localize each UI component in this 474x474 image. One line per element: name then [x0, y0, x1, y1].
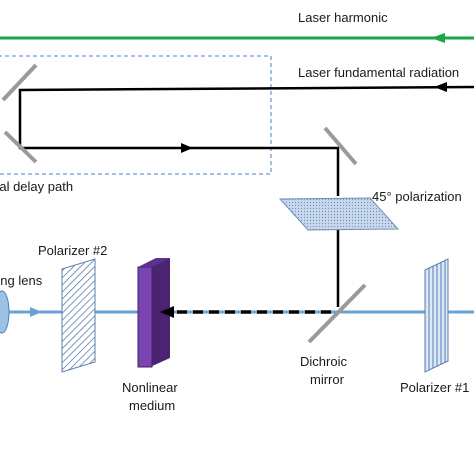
delay-mirror-bottom — [3, 130, 38, 164]
focusing-lens — [0, 290, 10, 334]
laser-harmonic-label: Laser harmonic — [298, 10, 388, 25]
delay-path-box — [0, 55, 272, 175]
focusing-lens-label: Focusing lens — [0, 273, 43, 288]
laser-harmonic-beam — [0, 33, 474, 43]
nonlinear-medium — [137, 258, 170, 368]
combined-beam-arrow — [160, 306, 174, 318]
steering-mirror — [323, 126, 358, 166]
polarizer-1 — [424, 258, 449, 373]
polarization-label: 45° polarization — [372, 189, 462, 204]
nonlinear-label-line2: medium — [129, 398, 175, 413]
polarizer-2 — [61, 258, 96, 373]
polarizer-1-label: Polarizer #1 — [400, 380, 469, 395]
fundamental-arrow-delay — [181, 143, 193, 153]
nonlinear-label-line1: Nonlinear — [122, 380, 178, 395]
polarizer-2-label: Polarizer #2 — [38, 243, 107, 258]
polarization-plate — [278, 197, 400, 231]
dichroic-label-line2: mirror — [310, 372, 345, 387]
optical-delay-label: Optical delay path — [0, 179, 73, 194]
fundamental-arrow-in — [434, 82, 447, 92]
laser-fundamental-label: Laser fundamental radiation — [298, 65, 459, 80]
delay-mirror-top — [1, 63, 38, 102]
dichroic-label-line1: Dichroic — [300, 354, 347, 369]
dichroic-mirror — [307, 283, 367, 344]
axis-arrow — [30, 307, 42, 317]
